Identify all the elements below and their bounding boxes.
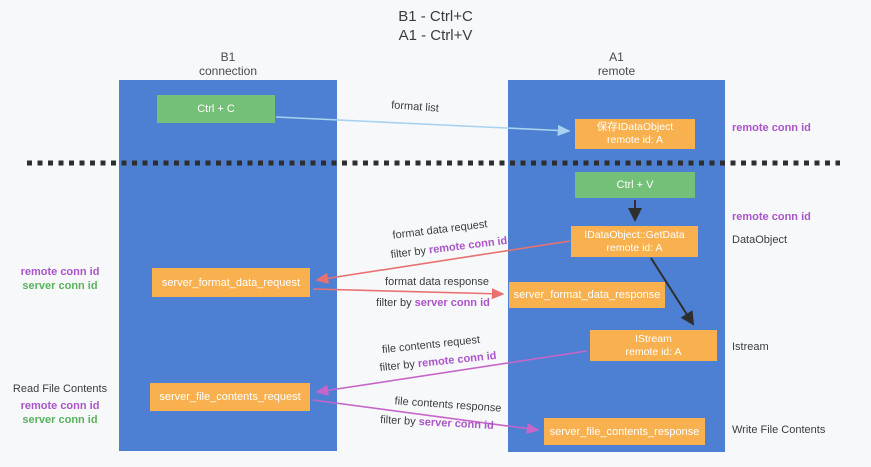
ctrl-c-box: Ctrl + C [157,95,275,123]
diagram-title: B1 - Ctrl+C A1 - Ctrl+V [0,7,871,45]
right-remote-conn-id-mid: remote conn id [732,211,811,223]
file-contents-response-label: file contents response [394,395,502,415]
title-line-2: A1 - Ctrl+V [398,27,473,44]
save-dataobject-line2: remote id: A [606,134,664,146]
lifeline-a1-role: remote [597,64,636,78]
format-data-response-arrow [312,288,505,300]
server-format-data-request-box: server_format_data_request [152,268,310,297]
istream-line2: remote id: A [625,345,682,358]
ctrl-v-box: Ctrl + V [575,172,695,198]
server-conn-id-highlight: server conn id [414,297,490,309]
left-remote-conn-id-2: remote conn id [20,400,100,412]
filter-by-server-conn-id-2: filter by server conn id [380,414,494,432]
istream-line1: IStream [635,332,672,345]
lifeline-b1-name: B1 [220,50,236,64]
filter-by-server-conn-id-1: filter by server conn id [376,297,490,309]
write-file-contents-label: Write File Contents [732,424,826,436]
format-data-response-label: format data response [385,276,489,288]
dataobject-label: DataObject [732,234,788,246]
filter-by-text: filter by [379,414,419,429]
right-remote-conn-id-top: remote conn id [732,122,811,134]
save-dataobject-box: 保存IDataObject remote id: A [575,119,695,149]
ctrl-c-label: Ctrl + C [197,103,235,115]
left-server-conn-id-2: server conn id [22,414,98,426]
server-file-contents-request-box: server_file_contents_request [150,383,310,411]
filter-by-text: filter by [376,297,415,309]
getdata-line2: remote id: A [606,241,663,254]
istream-side-label: Istream [732,341,769,353]
istream-box: IStream remote id: A [590,330,717,361]
title-line-1: B1 - Ctrl+C [398,8,473,25]
filter-by-text: filter by [390,244,430,262]
server-format-data-request-label: server_format_data_request [161,276,301,289]
remote-conn-id-highlight: remote conn id [428,234,508,257]
server-format-data-response-box: server_format_data_response [509,282,665,308]
lifeline-header-a1: A1 remote [508,50,725,78]
server-file-contents-request-label: server_file_contents_request [159,391,301,403]
left-server-conn-id-1: server conn id [22,280,98,292]
read-file-contents-label: Read File Contents [12,383,108,395]
lifeline-header-b1: B1 connection [119,50,337,78]
server-file-contents-response-box: server_file_contents_response [544,418,705,445]
lifeline-b1-role: connection [198,64,258,78]
getdata-box: IDataObject::GetData remote id: A [571,226,698,257]
ctrl-v-label: Ctrl + V [616,179,654,191]
server-conn-id-highlight: server conn id [418,416,495,432]
getdata-line1: IDataObject::GetData [584,228,685,241]
save-dataobject-line1: 保存IDataObject [596,121,674,133]
left-remote-conn-id-1: remote conn id [20,266,100,278]
server-file-contents-response-label: server_file_contents_response [549,425,700,438]
format-list-label: format list [390,99,440,115]
lifeline-a1-name: A1 [609,50,624,64]
remote-conn-id-highlight: remote conn id [417,349,497,371]
filter-by-text: filter by [379,358,419,375]
server-format-data-response-label: server_format_data_response [513,289,661,301]
